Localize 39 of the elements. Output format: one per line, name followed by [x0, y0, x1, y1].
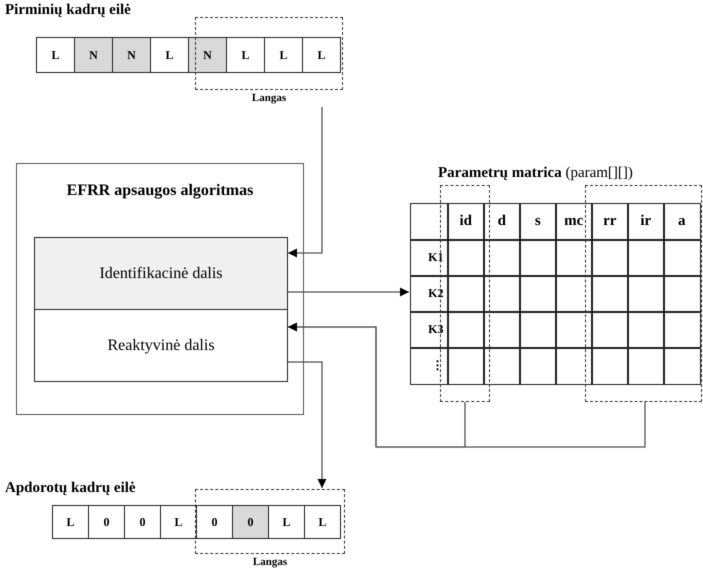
queue-title: Apdorotų kadrų eilė [5, 480, 136, 497]
table-cell: d [483, 203, 520, 240]
frame-cell: L [150, 37, 189, 73]
arrow [288, 288, 409, 296]
table-cell: ⋮ [410, 347, 448, 384]
frame-cell: 0 [124, 505, 161, 539]
frame-cell: 0 [196, 505, 233, 539]
frame-cell: L [226, 37, 265, 73]
table-cell: rr [591, 203, 628, 240]
matrix-title: Parametrų matrica (param[][]) [438, 165, 633, 182]
frame-cell: L [268, 505, 305, 539]
window-label: Langas [252, 556, 288, 568]
frame-cell: L [52, 505, 89, 539]
table-cell: s [519, 203, 556, 240]
frame-cell: L [160, 505, 197, 539]
frame-cell: N [112, 37, 151, 73]
panel-title: EFRR apsaugos algoritmas [66, 182, 254, 200]
frame-cell: N [188, 37, 227, 73]
table-cell: ir [627, 203, 664, 240]
frame-cell: L [264, 37, 303, 73]
frame-cell: 0 [88, 505, 125, 539]
frame-cell: N [74, 37, 113, 73]
frame-cell: L [302, 37, 341, 73]
frame-cell: L [36, 37, 75, 73]
table-cell: mc [555, 203, 592, 240]
arrow [288, 361, 326, 488]
process-box: Reaktyvinė dalis [34, 309, 288, 382]
arrow [288, 322, 646, 448]
table-cell: K2 [410, 275, 448, 312]
arrow [288, 107, 323, 258]
table-cell: id [447, 203, 484, 240]
table-cell: a [663, 203, 700, 240]
table-cell: K3 [410, 311, 448, 348]
algorithm-panel [16, 163, 304, 415]
frame-cell: L [304, 505, 341, 539]
process-box: Identifikacinė dalis [34, 237, 288, 310]
queue-title: Pirminių kadrų eilė [5, 2, 131, 19]
frame-cell: 0 [232, 505, 269, 539]
window-label: Langas [250, 92, 288, 104]
